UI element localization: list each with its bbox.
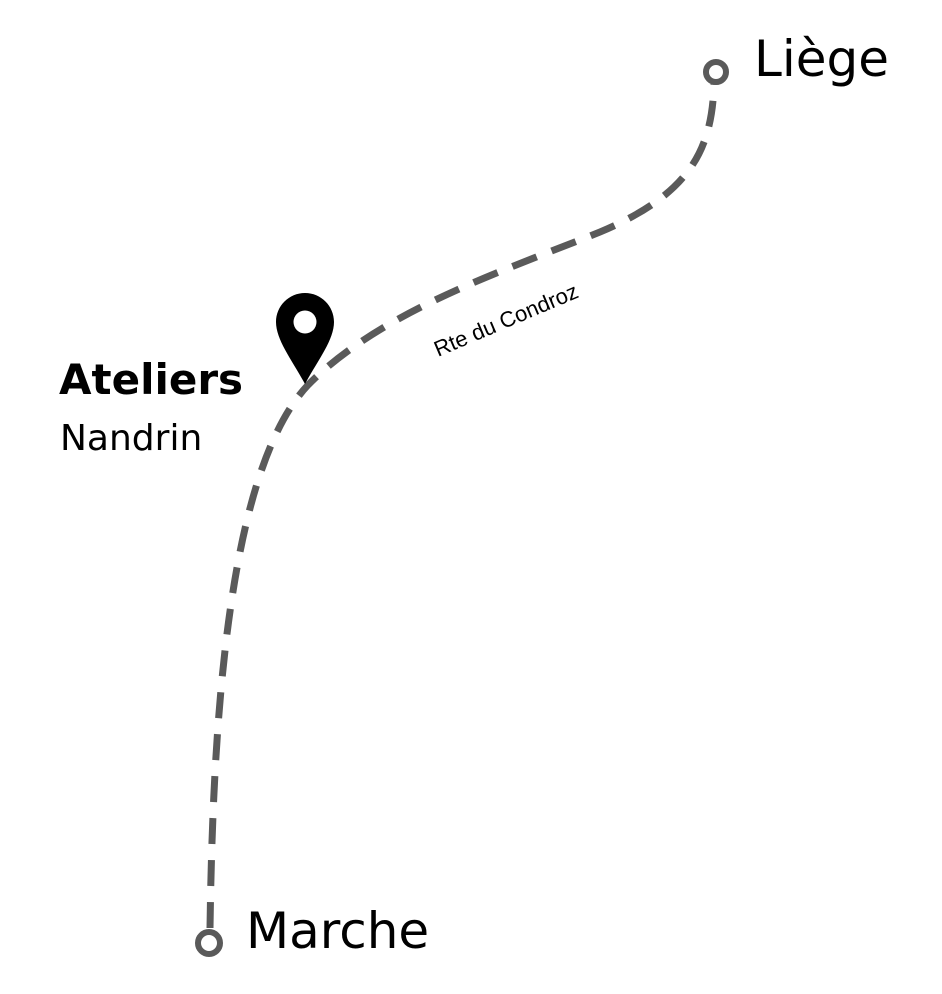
place-label-marche: Marche bbox=[246, 902, 430, 960]
place-label-liege: Liège bbox=[754, 30, 890, 88]
map-pin-icon[interactable] bbox=[276, 293, 334, 384]
liege-endpoint-icon bbox=[703, 59, 729, 85]
marker-title: Ateliers bbox=[59, 355, 244, 404]
marker-subtitle: Nandrin bbox=[60, 418, 203, 459]
marche-endpoint-icon bbox=[195, 929, 223, 957]
route-line bbox=[206, 83, 718, 929]
